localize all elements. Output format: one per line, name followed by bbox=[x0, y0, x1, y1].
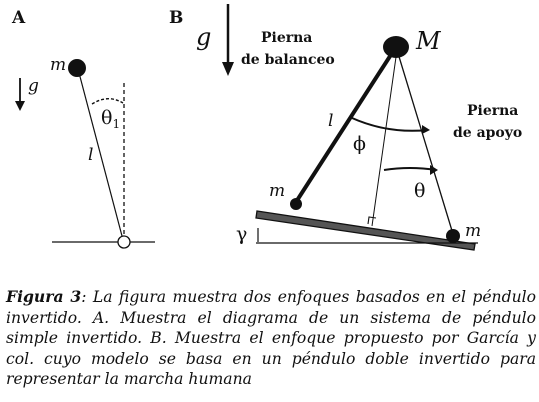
length-label-a: l bbox=[88, 145, 93, 165]
angle-label-a: θ1 bbox=[101, 107, 120, 131]
panel-a-label: A bbox=[11, 8, 26, 28]
gravity-label-a: g bbox=[28, 76, 39, 96]
length-label-b: l bbox=[328, 111, 333, 131]
hip-mass-label: M bbox=[415, 27, 442, 55]
panel-a: A g m θ1 l bbox=[11, 8, 155, 249]
stance-foot-mass-label: m bbox=[465, 221, 481, 241]
gravity-label-b: g bbox=[196, 23, 211, 51]
figure-number: Figura 3 bbox=[6, 287, 82, 306]
swing-leg bbox=[294, 48, 396, 204]
swing-leg-label-line1: Pierna bbox=[261, 30, 312, 46]
slope-angle-label: γ bbox=[236, 223, 247, 245]
swing-foot-mass-label: m bbox=[269, 181, 285, 201]
panel-b: B g Pierna de balanceo Pierna de apoyo γ… bbox=[169, 4, 522, 251]
caption-text: : La figura muestra dos enfoques basados… bbox=[6, 288, 536, 388]
stance-leg-label-line1: Pierna bbox=[467, 103, 518, 119]
pivot-a bbox=[117, 235, 131, 249]
phi-label: ϕ bbox=[353, 133, 366, 155]
pendulum-rod-a bbox=[77, 68, 123, 237]
panel-b-label: B bbox=[169, 8, 183, 28]
inclined-ground bbox=[255, 210, 476, 251]
theta-label: θ bbox=[414, 180, 425, 202]
angle-arc-a bbox=[91, 98, 124, 105]
pendulum-mass-a bbox=[68, 59, 86, 77]
hip-mass bbox=[383, 36, 409, 58]
gravity-arrow-b bbox=[222, 4, 234, 76]
stance-foot-mass bbox=[446, 229, 460, 243]
swing-leg-label-line2: de balanceo bbox=[241, 52, 335, 68]
stance-leg bbox=[396, 49, 454, 235]
theta-arc bbox=[383, 167, 437, 171]
figure-diagram: A g m θ1 l B g Pierna de balanceo bbox=[11, 4, 522, 251]
mass-label-a: m bbox=[50, 55, 66, 75]
swing-foot-mass bbox=[290, 198, 302, 210]
vertical-reference-b bbox=[371, 49, 398, 227]
gravity-arrow-a bbox=[15, 78, 25, 111]
stance-leg-label-line2: de apoyo bbox=[453, 125, 522, 141]
figure-caption: Figura 3: La figura muestra dos enfoques… bbox=[6, 287, 536, 390]
phi-arc bbox=[351, 117, 429, 132]
right-angle-marker bbox=[367, 216, 377, 225]
